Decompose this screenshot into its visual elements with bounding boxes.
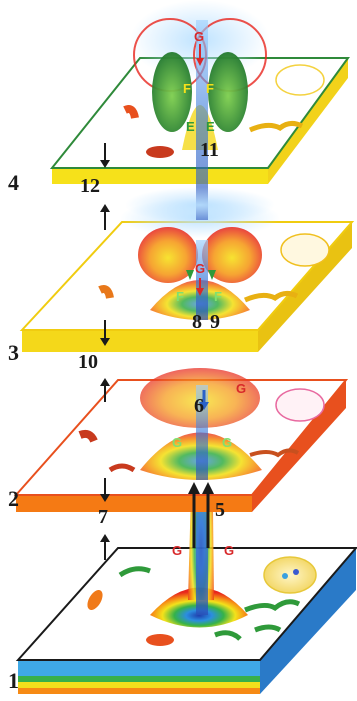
letter-l2-g-top: G xyxy=(236,382,246,395)
letter-l2-g-right: G xyxy=(222,436,232,449)
letter-top-g: G xyxy=(194,30,204,43)
letter-l2-g-left: G xyxy=(172,436,182,449)
callout-6: 6 xyxy=(194,396,204,416)
layer-2-label: 2 xyxy=(8,488,19,510)
letter-top-e-right: E xyxy=(206,120,215,133)
gap-label-7: 7 xyxy=(98,507,108,527)
letter-l1-g-right: G xyxy=(224,544,234,557)
layer-4-label: 4 xyxy=(8,172,19,194)
layer-1-label: 1 xyxy=(8,670,19,692)
letter-l3-g: G xyxy=(195,262,205,275)
gap-label-12: 12 xyxy=(80,176,100,196)
callout-8: 8 xyxy=(192,312,202,332)
gap-label-10: 10 xyxy=(78,352,98,372)
letter-l1-g-left: G xyxy=(172,544,182,557)
callout-9: 9 xyxy=(210,312,220,332)
letter-top-e-left: E xyxy=(186,120,195,133)
letter-l3-f-left: F xyxy=(176,290,184,303)
callout-5: 5 xyxy=(215,500,225,520)
letter-top-f-left: F xyxy=(183,82,191,95)
letter-top-f-right: F xyxy=(206,82,214,95)
callout-11: 11 xyxy=(200,140,219,160)
layer-3-label: 3 xyxy=(8,342,19,364)
letter-l3-f-right: F xyxy=(214,290,222,303)
